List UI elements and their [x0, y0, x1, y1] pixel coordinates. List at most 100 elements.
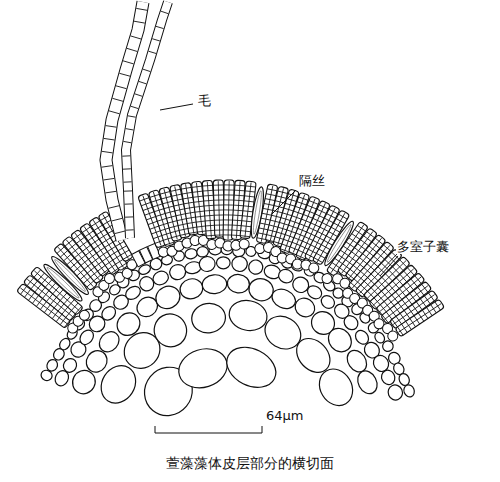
sporangium-wall	[86, 249, 94, 255]
sporangium-wall	[384, 301, 390, 309]
sporangium-column	[386, 299, 445, 343]
sporangium-wall	[340, 250, 348, 256]
sporangium-wall	[358, 244, 366, 250]
sporangium-wall	[71, 303, 78, 310]
sporangium-wall	[397, 327, 403, 335]
sporangium-wall	[116, 241, 125, 246]
sporangium-wall	[52, 311, 58, 319]
medulla-cell	[178, 276, 205, 301]
sporangium-wall	[359, 258, 367, 264]
sporangium-wall	[388, 298, 394, 306]
sporangium-wall	[400, 260, 407, 267]
sporangium-wall	[403, 285, 409, 293]
sporangium-wall	[160, 228, 170, 231]
sporangium-wall	[82, 227, 90, 233]
sporangium-wall	[102, 238, 110, 243]
medulla-cell	[386, 383, 405, 402]
sporangium-wall	[389, 270, 396, 277]
sporangium-wall	[402, 300, 408, 308]
sporangium-wall	[269, 225, 279, 227]
sporangium-wall	[36, 299, 42, 307]
hair-septum	[108, 206, 119, 209]
sporangium-wall	[148, 221, 157, 224]
sporangium-wall	[108, 264, 116, 270]
cortex-sporangia	[17, 180, 445, 343]
medulla-cell	[220, 339, 283, 395]
sporangium-wall	[242, 221, 252, 222]
sporangium-wall	[319, 249, 328, 254]
scale-line	[155, 433, 262, 434]
sporangium-wall	[331, 227, 340, 232]
sporangium-wall	[357, 288, 364, 295]
sporangium-wall	[263, 208, 273, 210]
hair-septum	[112, 218, 123, 221]
scale-tick	[262, 426, 263, 433]
sporangium-wall	[224, 194, 234, 195]
sporangium-wall	[301, 219, 310, 223]
sporangium-wall	[179, 228, 189, 230]
sporangium-wall	[396, 263, 403, 270]
sporangium-wall	[94, 225, 102, 230]
sporangium-wall	[57, 247, 64, 254]
sporangium-wall	[294, 211, 303, 214]
sporangium-wall	[224, 184, 234, 185]
sporangium-wall	[410, 319, 416, 327]
sporangium-wall	[370, 260, 378, 267]
sporangium-wall	[386, 312, 392, 320]
sporangium-wall	[290, 220, 299, 223]
sporangium-wall	[159, 223, 169, 226]
sporangium-wall	[327, 214, 336, 219]
sporangium-wall	[79, 241, 87, 247]
medulla-cell	[379, 368, 397, 387]
sporangium-wall	[366, 250, 374, 256]
sporangium-wall	[171, 189, 181, 191]
sporangium-wall	[49, 283, 56, 290]
sporangium-wall	[294, 238, 303, 242]
sporangium-wall	[324, 218, 333, 223]
sporangium-wall	[364, 267, 372, 274]
sporangium-wall	[284, 208, 294, 211]
sporangium-wall	[146, 216, 155, 219]
sporangium-wall	[422, 310, 428, 318]
hair-septum	[125, 216, 133, 217]
hair-septum	[126, 229, 134, 230]
medulla-cell	[190, 301, 228, 335]
sporangium-wall	[213, 184, 223, 185]
sporangium-wall	[410, 293, 416, 301]
sporangium-wall	[92, 257, 100, 263]
sporangium-wall	[347, 273, 355, 279]
hair-septum	[139, 81, 147, 84]
medulla-cell	[168, 263, 188, 282]
sporangium-wall	[118, 246, 127, 251]
sporangium-wall	[97, 247, 105, 253]
sporangium-wall	[311, 223, 320, 227]
sporangium-wall	[97, 229, 105, 234]
sporangium-wall	[240, 236, 250, 237]
sporangium-wall	[233, 220, 243, 222]
medulla-cell	[402, 383, 416, 398]
sporangium-wall	[385, 274, 392, 281]
sporangium-wall	[260, 223, 270, 225]
medulla-cell	[246, 276, 275, 304]
sporangium-wall	[193, 191, 203, 192]
sporangium-wall	[214, 194, 224, 195]
hair-septum	[127, 48, 138, 51]
sporangium-wall	[224, 189, 234, 190]
sporangium-wall	[168, 221, 178, 224]
sporangium-wall	[307, 205, 316, 209]
sporangium-wall	[396, 316, 402, 324]
sporangium-wall	[381, 291, 388, 298]
sporangium-wall	[279, 222, 289, 225]
sporangium-wall	[151, 199, 161, 202]
sporangium-wall	[60, 293, 67, 300]
sporangium-wall	[50, 297, 56, 305]
sporangium-wall	[336, 219, 345, 224]
sporangium-wall	[110, 250, 118, 255]
sporangium-wall	[38, 273, 45, 280]
sporangium-wall	[390, 309, 396, 317]
sporangium-wall	[296, 255, 305, 259]
sporangium-wall	[261, 218, 271, 220]
sporangium-wall	[74, 265, 81, 272]
sporangium-wall	[246, 186, 256, 187]
sporangium-wall	[182, 192, 192, 194]
